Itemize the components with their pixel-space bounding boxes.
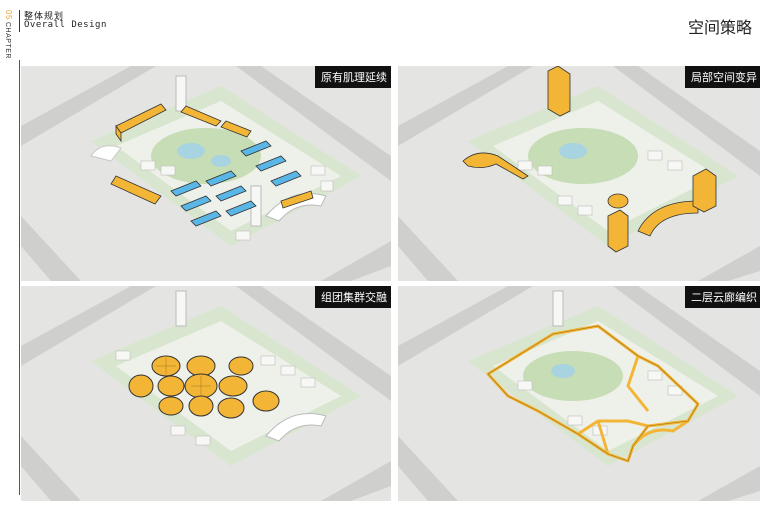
panel-label: 组团集群交融 [315,286,391,308]
site-plan-diagram [21,66,391,281]
section-title-en: Overall Design [24,20,107,30]
chapter-marker: 05 CHAPTER [2,8,16,59]
site-plan-diagram [398,286,760,501]
panel-cluster-fusion: 组团集群交融 [21,286,391,501]
section-title-cn: 整体规划 [24,12,65,22]
panel-label: 局部空间变异 [685,66,760,88]
left-margin-rule [19,60,20,495]
panel-texture-continuation: 原有肌理延续 [21,66,391,281]
site-plan-diagram [398,66,760,281]
panel-corridor-weaving: 二层云廊编织 [398,286,760,501]
panel-label: 原有肌理延续 [315,66,391,88]
chapter-number: 05 [4,10,13,20]
chapter-divider [19,10,20,32]
chapter-word: CHAPTER [4,22,11,59]
site-plan-diagram [21,286,391,501]
panel-label: 二层云廊编织 [685,286,760,308]
panel-local-variation: 局部空间变异 [398,66,760,281]
page-title: 空间策略 [687,18,752,37]
